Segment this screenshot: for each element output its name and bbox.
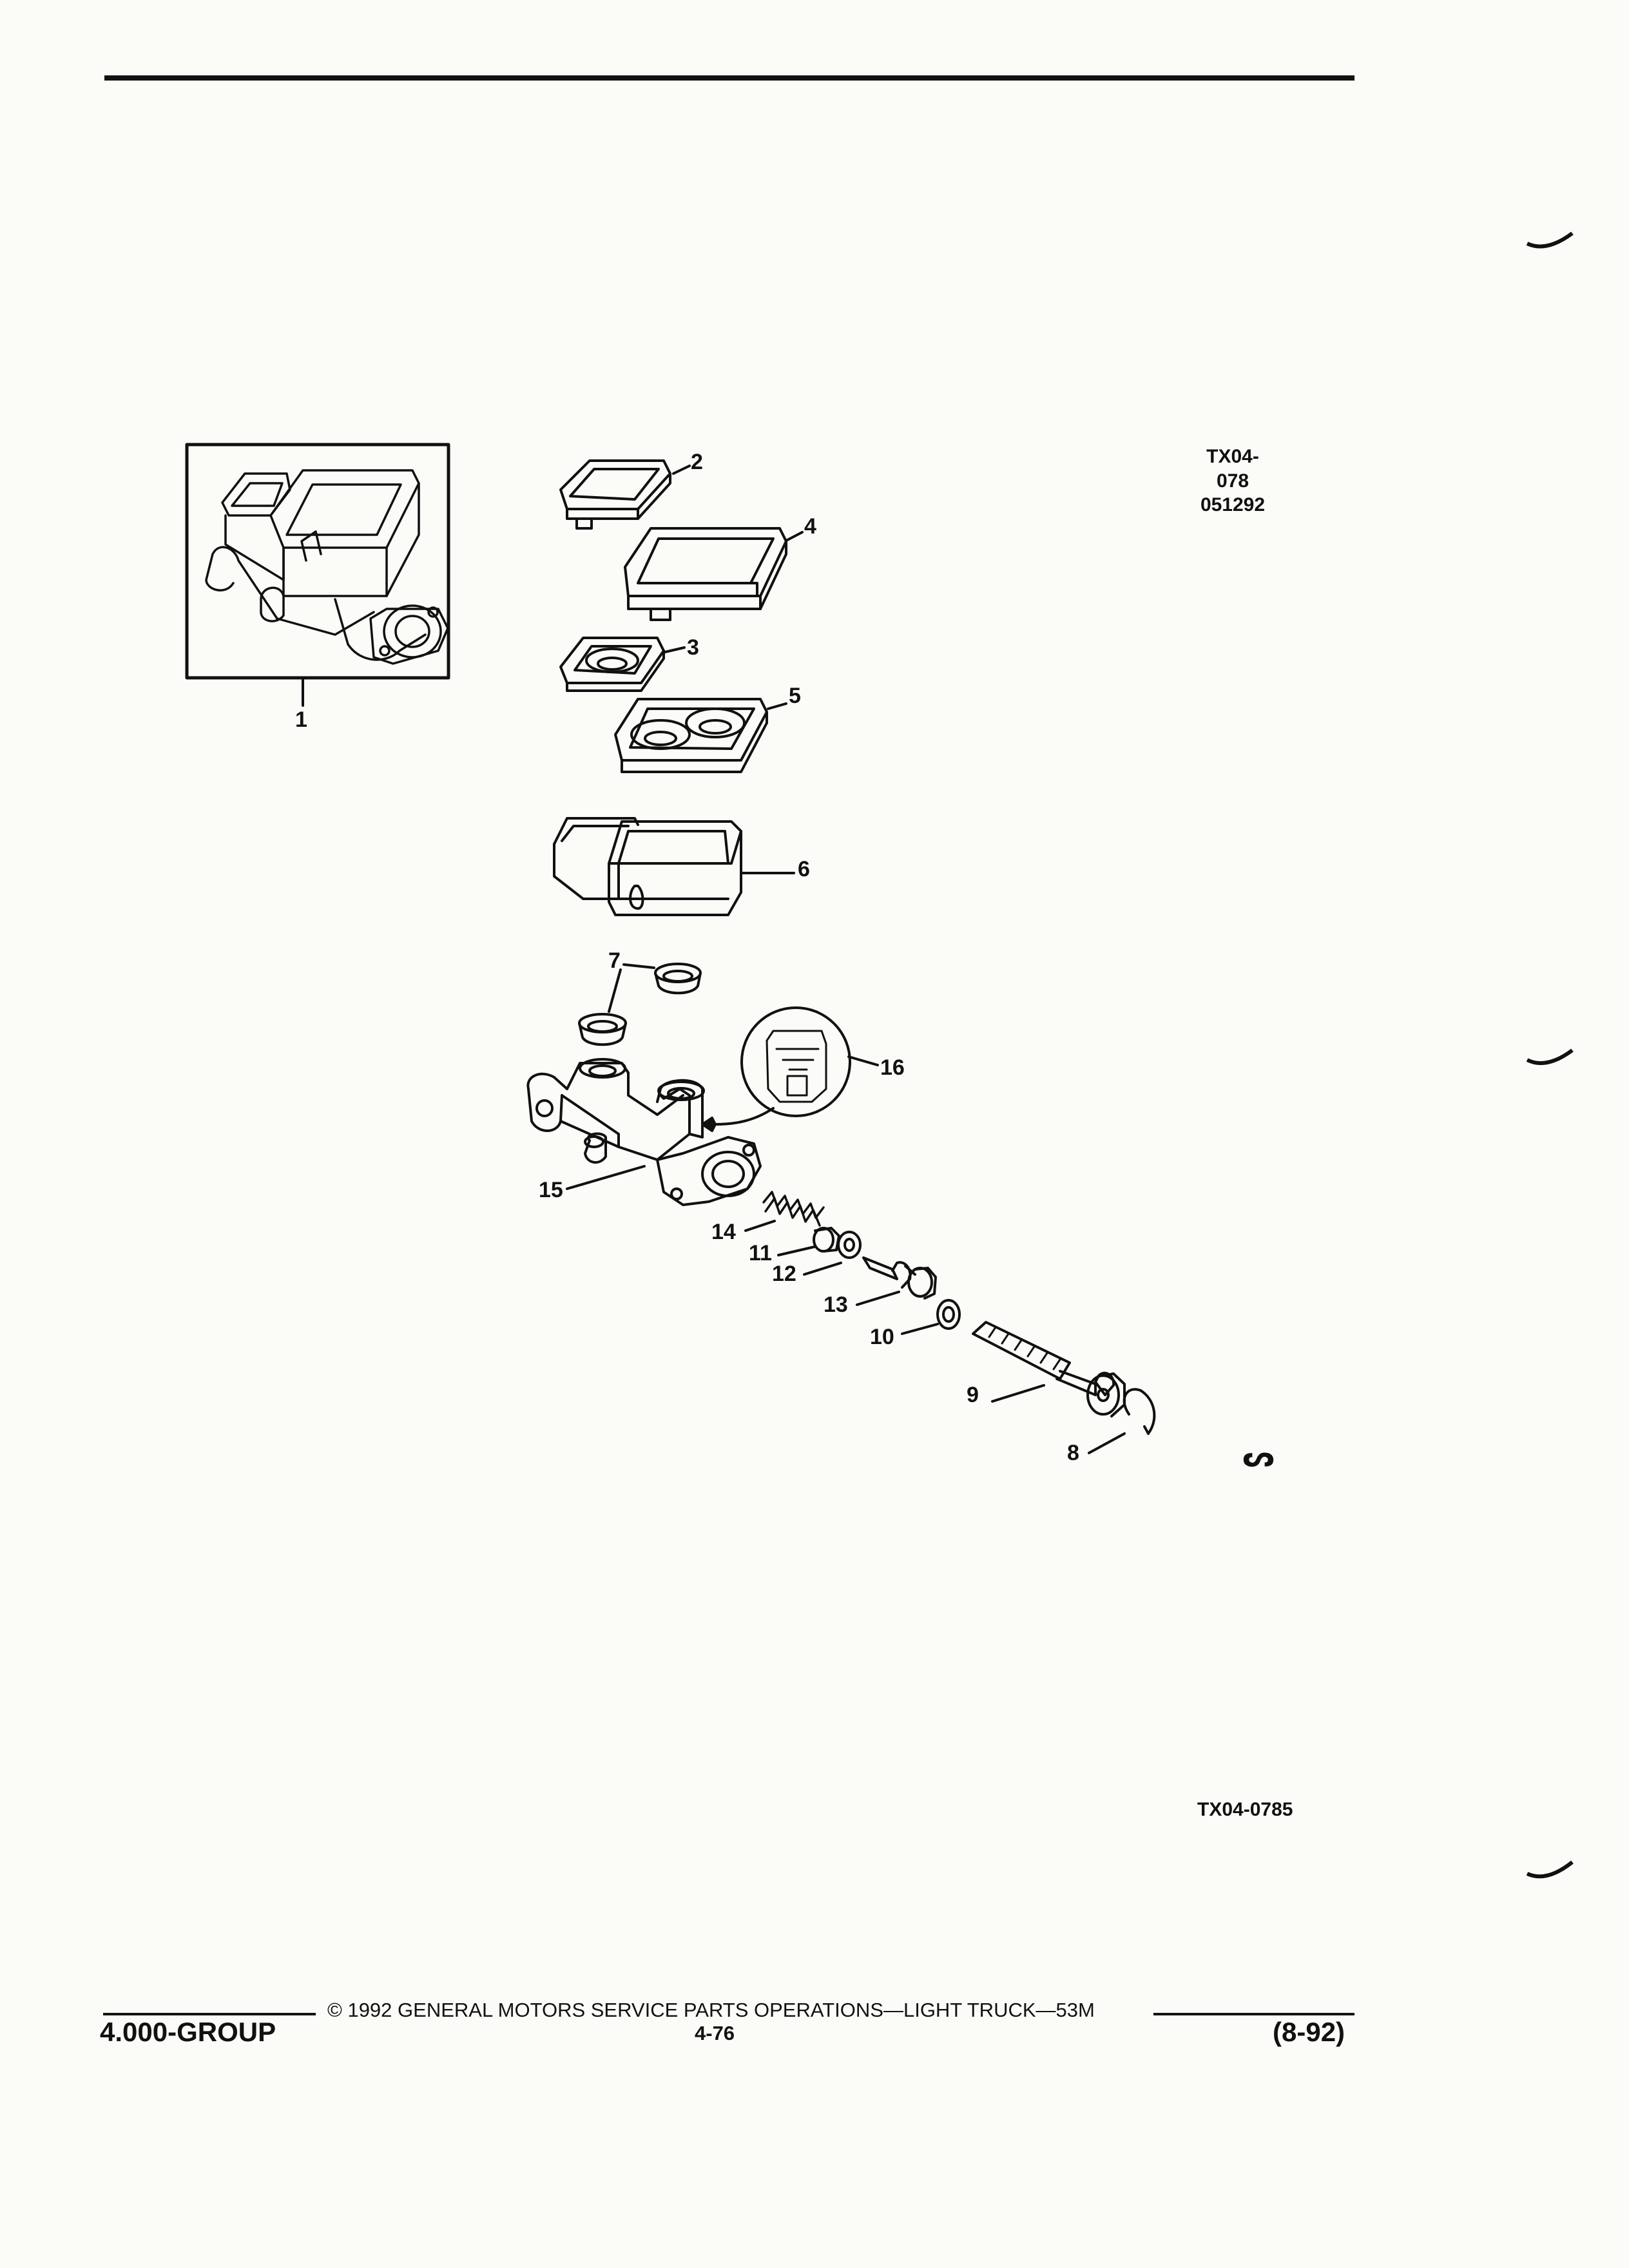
- part-13-secondary-piston: [856, 1256, 937, 1306]
- figure-date: 051292: [1200, 494, 1266, 515]
- callout-4: 4: [804, 514, 816, 539]
- part-12-washer: [803, 1231, 862, 1276]
- part-14-spring: [744, 1191, 825, 1232]
- callout-7: 7: [608, 948, 621, 973]
- callout-14: 14: [711, 1220, 736, 1244]
- callout-10: 10: [870, 1325, 894, 1349]
- part-15-cylinder-body: [526, 1058, 762, 1206]
- continuation-mark: ᔕ: [1242, 1441, 1275, 1474]
- part-9-primary-piston: [972, 1321, 1126, 1418]
- part-16-detail-callout: [701, 1006, 879, 1132]
- master-cylinder-inset-box: [185, 443, 450, 680]
- part-2-small-cover: [559, 459, 691, 530]
- part-11-seal: [777, 1227, 840, 1256]
- callout-13: 13: [824, 1293, 848, 1317]
- part-8-retaining-ring: [1088, 1388, 1156, 1454]
- callout-3: 3: [687, 635, 699, 660]
- callout-15: 15: [539, 1178, 563, 1202]
- figure-code-top: TX04-078 051292: [1191, 445, 1275, 517]
- figure-code-bottom: TX04-0785: [1197, 1799, 1293, 1820]
- figure-code: TX04-078: [1206, 446, 1259, 492]
- master-cylinder-assembly-drawing: [205, 469, 449, 665]
- part-10-seal: [901, 1299, 961, 1335]
- callout-2: 2: [691, 450, 703, 474]
- footer-page-number: 4-76: [695, 2022, 735, 2044]
- part-6-reservoir: [553, 817, 795, 916]
- callout-6: 6: [798, 857, 810, 881]
- callout-11: 11: [749, 1241, 772, 1265]
- footer-date: (8-92): [1273, 2017, 1345, 2047]
- callout-12: 12: [772, 1262, 796, 1286]
- callout-16: 16: [880, 1055, 905, 1080]
- part-7-grommets: [578, 963, 702, 1046]
- part-3-small-diaphragm: [559, 637, 686, 692]
- top-rule: [104, 75, 1354, 81]
- footer-rule-right: [1153, 2013, 1354, 2015]
- callout-5: 5: [789, 684, 801, 708]
- part-4-large-cover: [624, 527, 804, 621]
- callout-1: 1: [295, 707, 307, 732]
- callout-9: 9: [967, 1383, 979, 1407]
- footer-group: 4.000-GROUP: [100, 2017, 276, 2047]
- callout-8: 8: [1067, 1441, 1079, 1465]
- footer-rule-left: [103, 2013, 316, 2015]
- footer-copyright: © 1992 GENERAL MOTORS SERVICE PARTS OPER…: [327, 1999, 1095, 2021]
- part-5-large-diaphragm: [614, 698, 787, 773]
